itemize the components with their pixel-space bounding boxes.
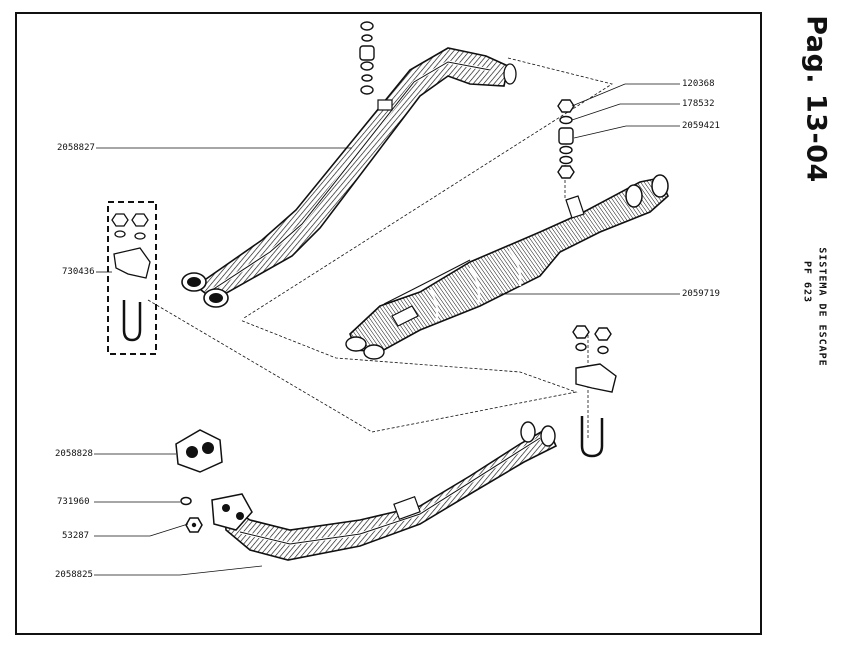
section-title: SISTEMA DE ESCAPE bbox=[816, 247, 828, 367]
rear-silencer bbox=[345, 174, 669, 360]
part-label-178532: 178532 bbox=[682, 99, 715, 109]
part-label-120368: 120368 bbox=[682, 79, 715, 89]
front-pipe bbox=[211, 421, 558, 561]
part-label-2058828: 2058828 bbox=[55, 449, 93, 459]
drawing-frame bbox=[15, 12, 762, 635]
clamp-kit-730436 bbox=[107, 201, 157, 355]
leader-lines bbox=[94, 83, 680, 576]
upper-mount-stack bbox=[359, 21, 375, 95]
page-number-text: Pag. 13-04 bbox=[800, 15, 832, 183]
clamp-kit-right bbox=[572, 325, 617, 458]
part-label-2058825: 2058825 bbox=[55, 570, 93, 580]
section-caption: SISTEMA DE ESCAPE PF 623 bbox=[780, 245, 840, 375]
part-label-2059421: 2059421 bbox=[682, 121, 720, 131]
nut-53287 bbox=[185, 517, 203, 533]
nut-731960 bbox=[180, 496, 192, 506]
model-code: PF 623 bbox=[801, 260, 813, 304]
part-label-2058827: 2058827 bbox=[57, 143, 95, 153]
page-number-heading: Pag. 13-04 bbox=[786, 14, 846, 184]
part-label-2059719: 2059719 bbox=[682, 289, 720, 299]
part-label-731960: 731960 bbox=[57, 497, 90, 507]
part-label-53287: 53287 bbox=[62, 531, 90, 541]
silencer-mount-stack bbox=[557, 99, 575, 179]
flange-gasket bbox=[175, 429, 223, 473]
intermediate-pipe bbox=[181, 47, 517, 308]
part-label-730436: 730436 bbox=[62, 267, 95, 277]
